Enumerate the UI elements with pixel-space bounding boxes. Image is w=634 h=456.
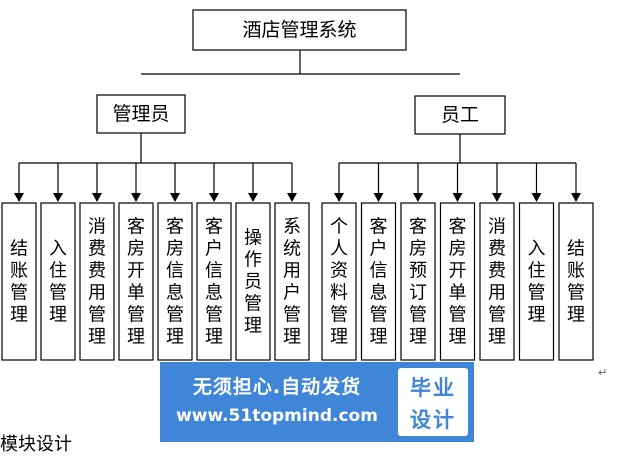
arrowhead-icon [92, 193, 102, 202]
leaf-box [360, 202, 397, 361]
root-connector [141, 50, 460, 75]
leaf-label: 入住管理 [49, 239, 67, 326]
leaf-box [274, 202, 310, 361]
leaf-label: 客户信息管理 [205, 217, 223, 348]
leaf-label: 结账管理 [567, 239, 585, 326]
leaf-label: 个人资料管理 [330, 217, 348, 348]
leaf-nodes: 结账管理 入住管理 消费费用管理 客房开单管理 客房信息管理 客户信息管理 操作员管理 系统用… [1, 202, 594, 361]
watermark-slogan: 无须担心.自动发货 [192, 376, 362, 398]
leaf-box [235, 202, 271, 361]
arrowhead-icon [131, 193, 141, 202]
arrowhead-icon [287, 193, 297, 202]
leaf-node: 客房开单管理 [118, 202, 154, 361]
hierarchy-diagram: 酒店管理系统 管理员 员工 结账管理 入住管理 消费费用管理 客房开单管理 客房信息管理… [1, 9, 594, 361]
watermark-banner: 无须担心.自动发货 www.51topmind.com 毕业 设计 [160, 362, 474, 442]
leaf-label: 客房信息管理 [166, 217, 184, 348]
group-node-staff: 员工 [414, 95, 506, 135]
diagram-edges [14, 50, 581, 202]
leaf-box [439, 202, 476, 361]
leaf-node: 入住管理 [40, 202, 76, 361]
leaf-node: 客户信息管理 [196, 202, 232, 361]
arrowhead-icon [53, 193, 63, 202]
paragraph-return-mark: ↵ [598, 366, 608, 379]
group-connectors [14, 133, 581, 202]
arrowhead-icon [170, 193, 180, 202]
leaf-node: 客房信息管理 [157, 202, 193, 361]
leaf-node: 入住管理 [518, 202, 555, 361]
root-label: 酒店管理系统 [242, 19, 356, 41]
section-heading-partial: 模块设计 [0, 434, 72, 455]
arrowhead-icon [334, 193, 344, 202]
leaf-node: 系统用户管理 [274, 202, 310, 361]
group-node-admin: 管理员 [96, 94, 186, 134]
leaf-label: 操作员管理 [244, 228, 262, 337]
leaf-node: 消费费用管理 [79, 202, 115, 361]
leaf-label: 客房开单管理 [127, 217, 145, 348]
leaf-box [518, 202, 555, 361]
leaf-node: 个人资料管理 [321, 202, 357, 361]
watermark-url: www.51topmind.com [176, 406, 378, 426]
leaf-label: 客房预订管理 [409, 217, 427, 348]
leaf-box [1, 202, 37, 361]
leaf-node: 客房开单管理 [439, 202, 476, 361]
arrowhead-icon [373, 193, 384, 202]
leaf-label: 结账管理 [10, 239, 28, 326]
leaf-label: 客房开单管理 [449, 217, 467, 348]
leaf-label: 消费费用管理 [488, 217, 506, 348]
leaf-box [321, 202, 357, 361]
arrowhead-icon [209, 193, 219, 202]
arrowhead-icon [248, 193, 258, 202]
arrowhead-icon [492, 193, 502, 202]
leaf-node: 结账管理 [558, 202, 594, 361]
arrowhead-icon [571, 193, 581, 202]
leaf-label: 入住管理 [528, 239, 546, 326]
leaf-box [157, 202, 193, 361]
leaf-box [196, 202, 232, 361]
leaf-node: 消费费用管理 [479, 202, 515, 361]
arrowhead-icon [531, 193, 542, 202]
watermark-badge-line2: 设计 [410, 408, 456, 432]
arrowhead-icon [413, 193, 423, 202]
arrowhead-icon [14, 193, 24, 202]
leaf-label: 系统用户管理 [283, 217, 301, 348]
leaf-box [79, 202, 115, 361]
group-label-staff: 员工 [441, 104, 479, 126]
leaf-box [118, 202, 154, 361]
leaf-label: 消费费用管理 [88, 217, 106, 348]
watermark-badge: 毕业 设计 [398, 368, 468, 436]
leaf-node: 客户信息管理 [360, 202, 397, 361]
leaf-box [558, 202, 594, 361]
leaf-node: 客房预订管理 [400, 202, 436, 361]
watermark-text-block: 无须担心.自动发货 www.51topmind.com [160, 362, 392, 442]
leaf-node: 结账管理 [1, 202, 37, 361]
root-node: 酒店管理系统 [192, 9, 407, 51]
leaf-box [40, 202, 76, 361]
arrowhead-icon [452, 193, 463, 202]
leaf-box [400, 202, 436, 361]
group-label-admin: 管理员 [112, 103, 169, 125]
leaf-node: 操作员管理 [235, 202, 271, 361]
watermark-badge-line1: 毕业 [410, 376, 456, 400]
leaf-box [479, 202, 515, 361]
leaf-label: 客户信息管理 [370, 217, 388, 348]
